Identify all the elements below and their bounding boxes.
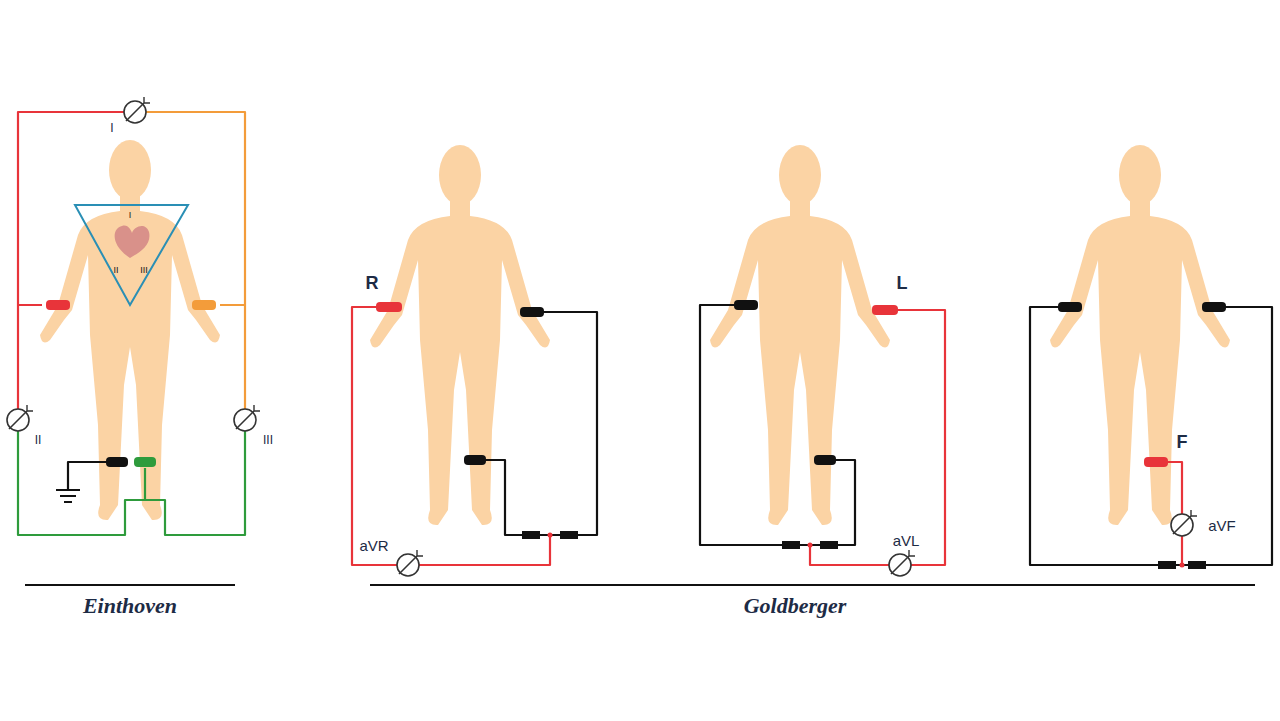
electrode-orange bbox=[192, 300, 216, 310]
wire-green bbox=[18, 431, 145, 535]
galvanometer bbox=[234, 405, 260, 431]
electrode-green bbox=[134, 457, 156, 467]
avr-parts bbox=[376, 302, 578, 539]
ground-wire bbox=[68, 462, 108, 490]
human-figure bbox=[40, 140, 220, 520]
lead-name: aVL bbox=[893, 533, 920, 548]
triangle-side-label: I bbox=[129, 211, 132, 220]
human-figure bbox=[370, 145, 550, 525]
electrodes bbox=[46, 300, 216, 467]
wire-orange bbox=[146, 112, 245, 305]
caption-rule bbox=[370, 584, 1255, 586]
avf-parts bbox=[1058, 302, 1226, 569]
caption: Einthoven bbox=[83, 595, 177, 617]
human-figure bbox=[710, 145, 890, 525]
avl-parts bbox=[734, 300, 898, 549]
avf-wires bbox=[1030, 307, 1272, 565]
electrode-label: R bbox=[366, 274, 379, 292]
lead-number: I bbox=[110, 122, 113, 134]
triangle-side-label: II bbox=[113, 266, 118, 275]
caption: Goldberger bbox=[744, 595, 847, 617]
wire-orange bbox=[244, 305, 246, 409]
wire-red bbox=[18, 112, 124, 305]
lead-number: III bbox=[263, 434, 273, 446]
lead-name: aVR bbox=[359, 538, 388, 553]
galvanometer bbox=[7, 405, 33, 431]
electrode-label: L bbox=[897, 274, 908, 292]
galvanometer bbox=[397, 550, 423, 576]
electrode-red bbox=[46, 300, 70, 310]
caption-rule bbox=[25, 584, 235, 586]
einthoven-triangle bbox=[75, 205, 188, 305]
galvanometer bbox=[124, 97, 150, 123]
wire-green bbox=[145, 431, 245, 535]
wire-red bbox=[17, 305, 19, 409]
electrode-black bbox=[106, 457, 128, 467]
lead-name: aVF bbox=[1208, 518, 1236, 533]
electrode-label: F bbox=[1177, 433, 1188, 451]
triangle-side-label: III bbox=[140, 266, 148, 275]
heart bbox=[115, 226, 150, 258]
avl-wires bbox=[700, 305, 945, 565]
ground-symbol bbox=[56, 490, 80, 502]
human-figures bbox=[40, 140, 1230, 525]
lead-number: II bbox=[35, 434, 42, 446]
galvanometer bbox=[1171, 510, 1197, 536]
einthoven-wires bbox=[18, 112, 245, 535]
avr-wires bbox=[352, 307, 597, 565]
human-figure bbox=[1050, 145, 1230, 525]
galvanometer bbox=[889, 550, 915, 576]
